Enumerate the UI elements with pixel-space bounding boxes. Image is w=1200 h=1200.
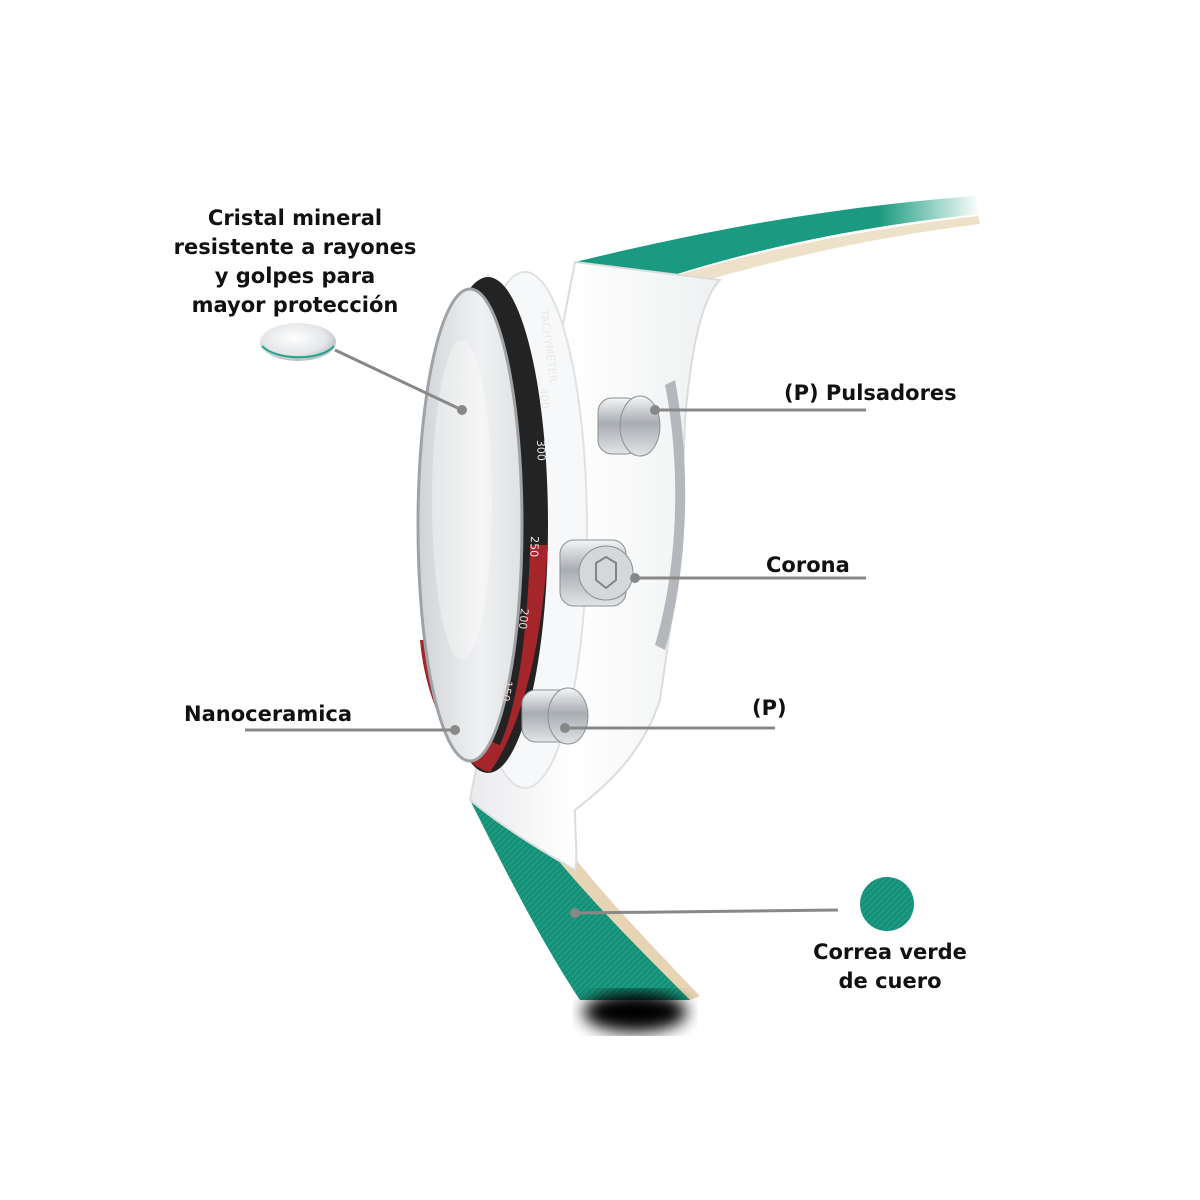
label-pushers: (P) Pulsadores xyxy=(784,381,957,405)
label-crystal: Cristal mineral resistente a rayones y g… xyxy=(160,204,430,320)
leader-strap xyxy=(574,908,839,915)
leader-crystal xyxy=(334,348,463,412)
label-crystal-line-1: Cristal mineral xyxy=(207,206,383,230)
label-crystal-line-2: resistente a rayones xyxy=(173,235,417,259)
strap-end-shadow xyxy=(583,992,687,1032)
label-pusher-lower: (P) xyxy=(752,696,787,720)
crown xyxy=(559,539,634,607)
crystal-dial xyxy=(416,287,524,763)
pusher-bottom xyxy=(521,687,589,745)
label-nanoceramica: Nanoceramica xyxy=(184,702,353,726)
bezel-300: 300 xyxy=(534,440,548,461)
label-crown: Corona xyxy=(766,553,850,577)
bezel-200: 200 xyxy=(516,608,531,630)
bezel-250: 250 xyxy=(527,536,541,557)
label-strap: Correa verde de cuero xyxy=(790,938,990,996)
bezel-400: 400 xyxy=(537,387,551,409)
crystal-lens-icon xyxy=(260,323,336,361)
bezel-150: 150 xyxy=(498,679,514,702)
label-strap-line-2: de cuero xyxy=(838,969,942,993)
label-strap-line-1: Correa verde xyxy=(813,940,967,964)
watch-case: TACHYMETER 400 300 250 200 150 xyxy=(416,260,723,872)
pusher-top xyxy=(597,395,661,457)
strap-bottom xyxy=(470,800,700,1032)
label-crystal-line-4: mayor protección xyxy=(191,293,399,317)
strap-swatch-icon xyxy=(860,877,914,931)
label-crystal-line-3: y golpes para xyxy=(214,264,376,288)
